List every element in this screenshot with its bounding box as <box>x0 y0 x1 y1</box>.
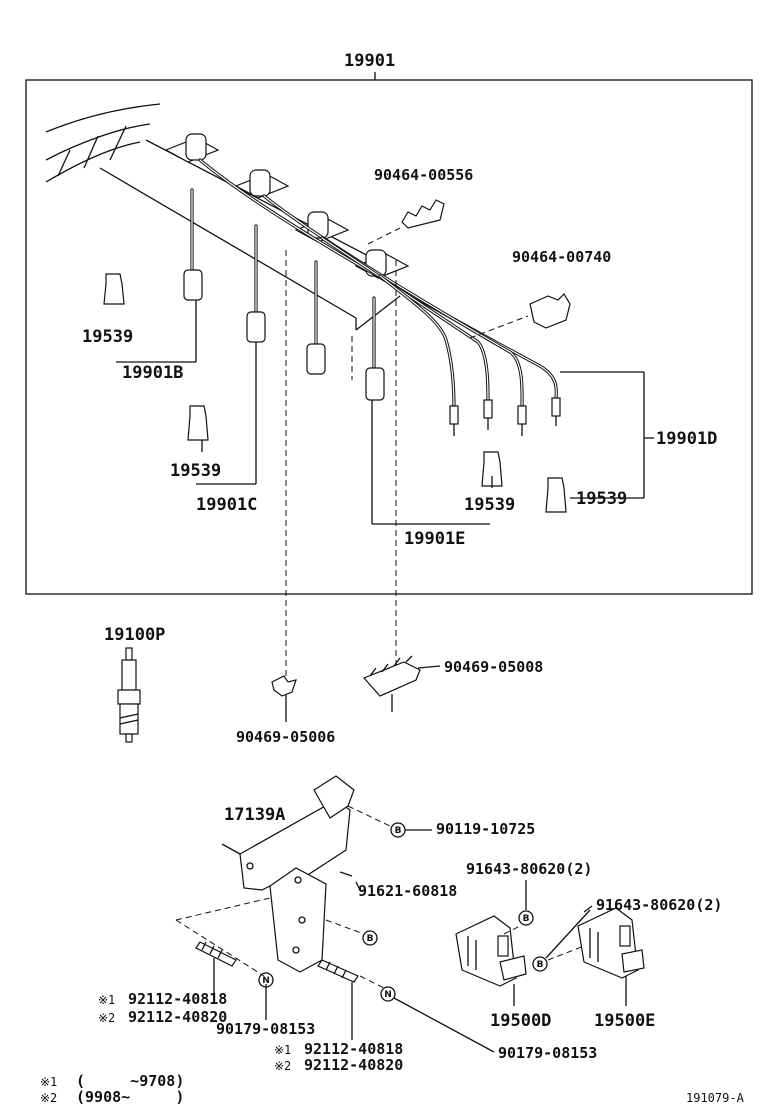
label-clamp-a: 90464-00556 <box>374 166 473 184</box>
svg-text:N: N <box>384 990 392 1000</box>
label-cord-d: 19901D <box>656 429 717 449</box>
wire-set-frame <box>25 79 753 595</box>
marker-b-4: B <box>532 956 548 972</box>
note1-text: ( ~9708) <box>76 1072 184 1090</box>
label-boot-4: 19539 <box>576 489 627 509</box>
marker-n-2: N <box>380 986 396 1002</box>
coil-19500D-shape <box>455 915 527 1006</box>
label-cord-c: 19901C <box>196 495 257 515</box>
label-boot-3: 19539 <box>464 495 515 515</box>
label-plug: 19100P <box>104 625 165 645</box>
note1-mark: ※1 <box>40 1075 57 1089</box>
marker-n-1: N <box>258 972 274 988</box>
label-stud-b2: 92112-40820 <box>304 1056 403 1074</box>
label-mark1-b: ※1 <box>274 1043 291 1057</box>
label-stud-a1: 92112-40818 <box>128 990 227 1008</box>
label-cord-e: 19901E <box>404 529 465 549</box>
svg-text:B: B <box>367 934 374 944</box>
svg-text:B: B <box>523 914 530 924</box>
label-stud-a2: 92112-40820 <box>128 1008 227 1026</box>
label-wire-set: 19901 <box>344 51 395 71</box>
label-clip-b: 90469-05006 <box>236 728 335 746</box>
label-boot-2: 19539 <box>170 461 221 481</box>
label-nut-a: 90179-08153 <box>216 1020 315 1038</box>
label-bolt-b: 91643-80620(2) <box>466 860 592 878</box>
boot-shapes <box>103 273 567 513</box>
label-mark2-b: ※2 <box>274 1059 291 1073</box>
note2-mark: ※2 <box>40 1091 57 1105</box>
wire-terminals <box>449 397 561 436</box>
label-mark1-a: ※1 <box>98 993 115 1007</box>
label-bolt-c: 91621-60818 <box>358 882 457 900</box>
label-stud-b1: 92112-40818 <box>304 1040 403 1058</box>
marker-b-1: B <box>390 822 406 838</box>
coil-19500E-shape <box>547 905 645 1006</box>
label-mark2-a: ※2 <box>98 1011 115 1025</box>
svg-text:B: B <box>537 960 544 970</box>
marker-b-3: B <box>518 910 534 926</box>
clamp-90464-00556-shape <box>367 199 445 245</box>
label-clip-a: 90469-05008 <box>444 658 543 676</box>
label-bolt-a: 90119-10725 <box>436 820 535 838</box>
diagram-id: 191079-A <box>686 1091 745 1105</box>
label-clamp-b: 90464-00740 <box>512 248 611 266</box>
svg-text:N: N <box>262 976 270 986</box>
coil-terminal-row <box>164 133 410 279</box>
engine-cover-sketch <box>45 103 401 331</box>
label-coil-e: 19500E <box>594 1011 655 1031</box>
label-bolt-d: 91643-80620(2) <box>596 896 722 914</box>
ignition-wires <box>198 158 558 410</box>
label-bracket: 17139A <box>224 805 285 825</box>
marker-b-2: B <box>362 930 378 946</box>
stud-shapes <box>195 941 359 1040</box>
label-nut-b: 90179-08153 <box>498 1044 597 1062</box>
label-coil-d: 19500D <box>490 1011 551 1031</box>
clip-90469-05008-shape <box>362 655 441 712</box>
bracket-shape <box>221 775 355 973</box>
spark-plug-shape <box>117 647 141 743</box>
svg-text:B: B <box>395 826 402 836</box>
label-cord-b: 19901B <box>122 363 183 383</box>
note2-text: (9908~ ) <box>76 1088 184 1106</box>
leader-lines <box>116 300 654 525</box>
clip-90469-05006-shape <box>271 675 297 722</box>
label-boot-1: 19539 <box>82 327 133 347</box>
vertical-cords <box>183 188 385 401</box>
clamp-90464-00740-shape <box>469 293 571 339</box>
